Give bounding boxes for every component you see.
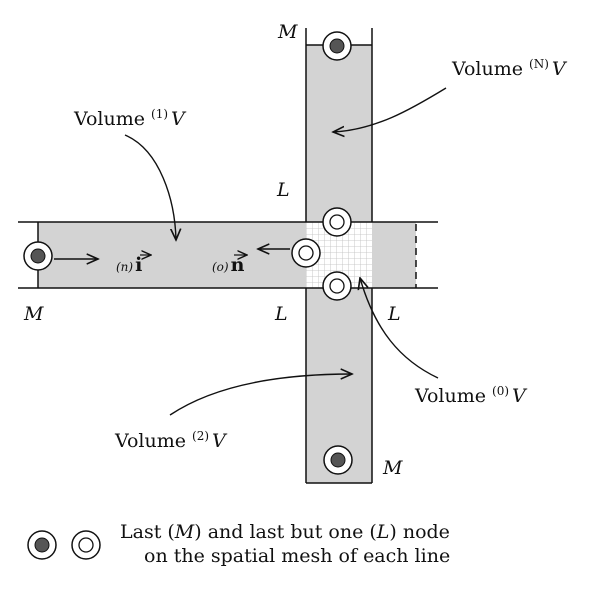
node-m-left: [23, 241, 53, 271]
volume-1-label: Volume (1)V: [73, 107, 187, 130]
legend-m-node-icon: [27, 530, 57, 560]
volume-n-pointer: [333, 87, 447, 132]
legend-line-1: Last (M) and last but one (L) node: [120, 521, 450, 543]
m-label-left: M: [23, 303, 44, 325]
node-l-bottom: [322, 271, 352, 301]
volume-0-pointer: [360, 278, 439, 379]
m-label-top: M: [277, 21, 298, 43]
l-label-left: L: [274, 303, 288, 325]
l-label-top: L: [276, 179, 290, 201]
volume-0-label: Volume (0)V: [414, 384, 528, 407]
node-m-top: [322, 31, 352, 61]
vector-i-label: (n)i: [116, 254, 142, 276]
m-label-bottom: M: [382, 457, 403, 479]
volume-n-label: Volume (N)V: [451, 57, 568, 80]
volume-1-pointer: [124, 134, 176, 240]
node-m-bottom: [323, 445, 353, 475]
l-label-right: L: [387, 303, 401, 325]
legend-line-2: on the spatial mesh of each line: [144, 545, 450, 567]
volume-2-label: Volume (2)V: [114, 429, 228, 452]
legend-l-node-icon: [71, 530, 101, 560]
node-l-left: [291, 238, 321, 268]
node-l-top: [322, 207, 352, 237]
volume-2-pointer: [169, 374, 352, 416]
